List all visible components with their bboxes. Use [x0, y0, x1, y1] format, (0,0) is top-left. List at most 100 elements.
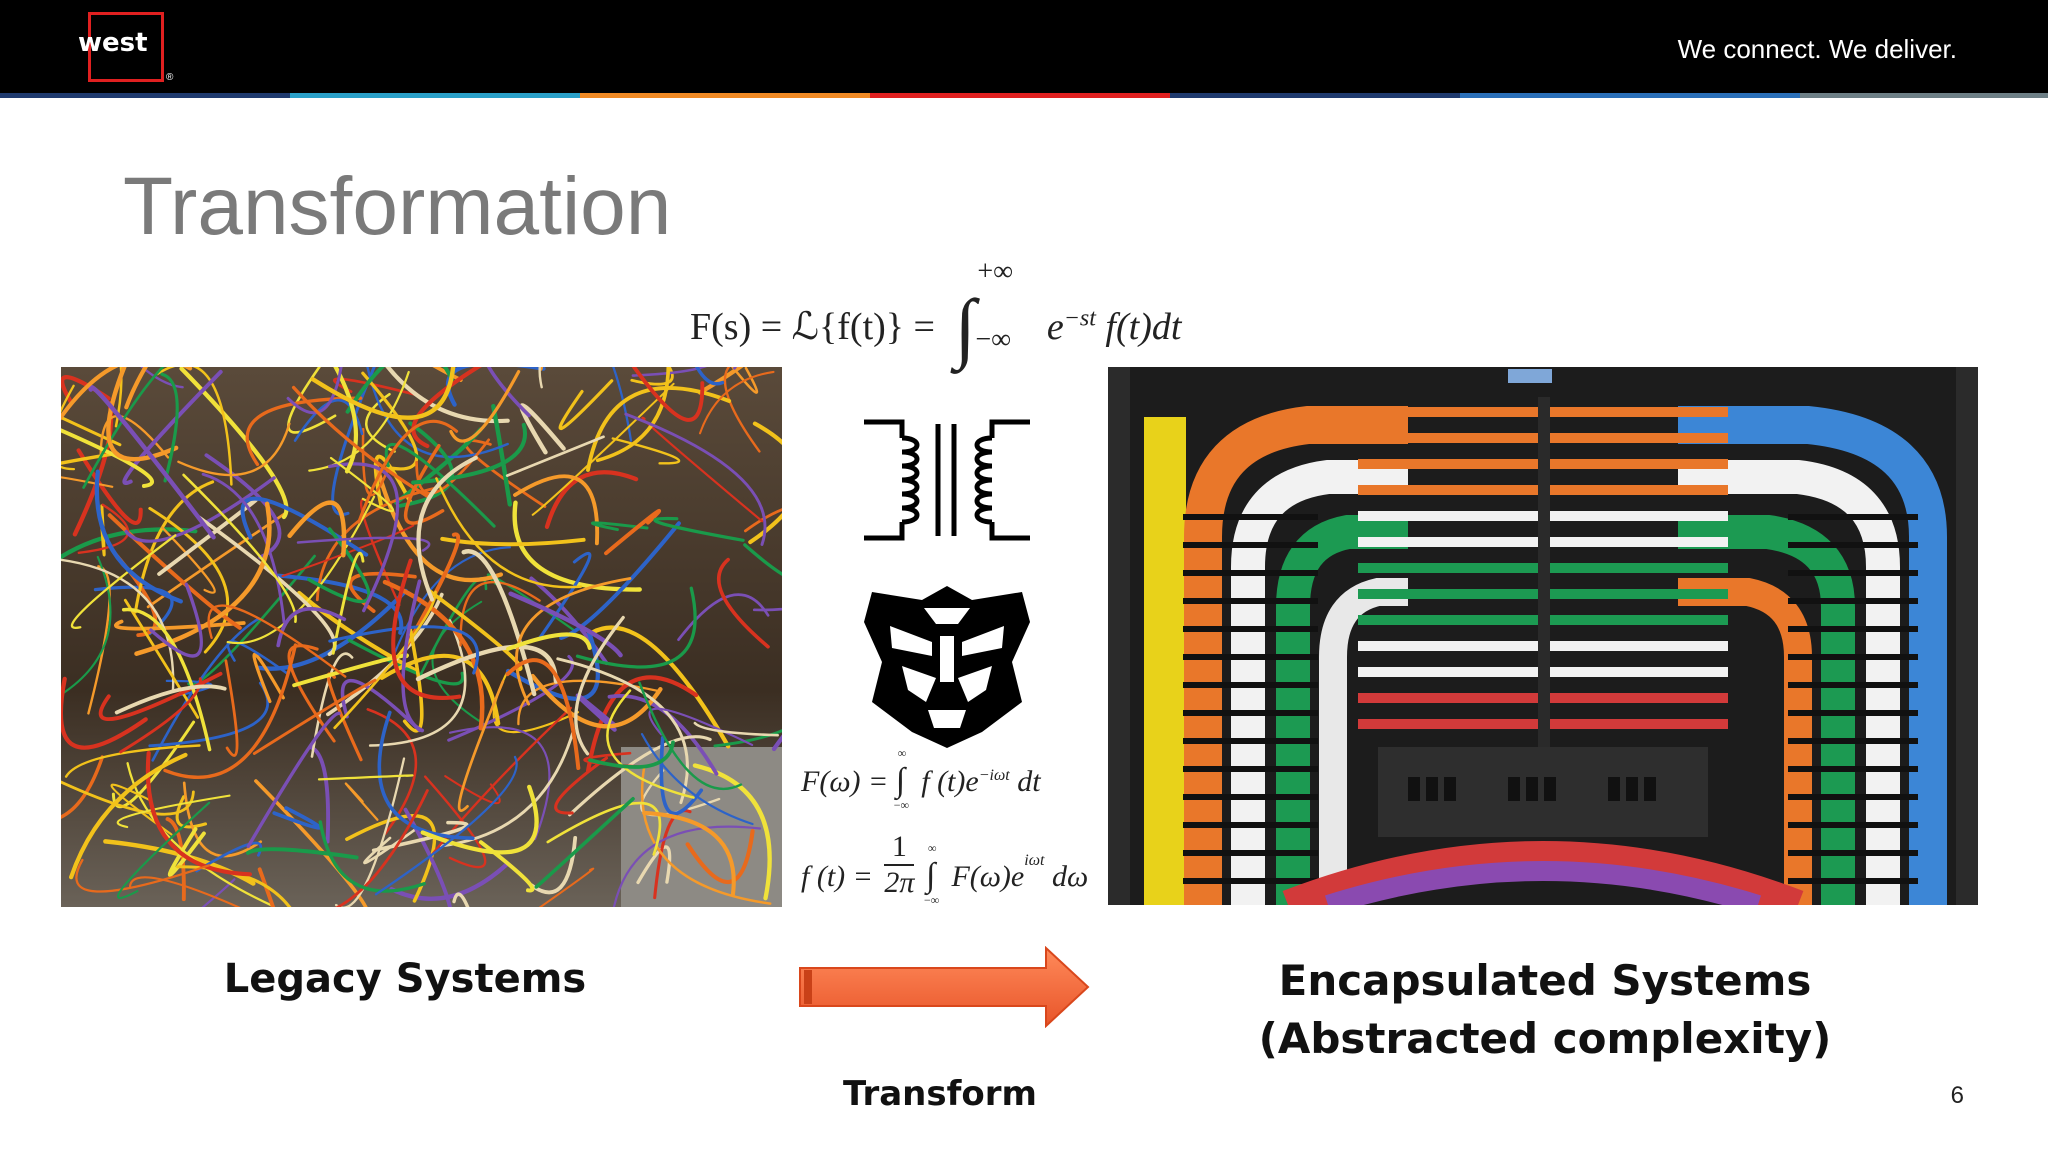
cable-strand — [591, 521, 649, 532]
cable-strand — [77, 503, 130, 554]
cable-strand — [291, 385, 431, 499]
cable-strand — [61, 527, 198, 560]
cable-strand — [452, 892, 470, 907]
cable-strand — [685, 829, 755, 885]
cable-strand — [463, 439, 547, 508]
cable-strand — [361, 371, 419, 471]
cable-strand — [334, 789, 429, 907]
cable-strand — [61, 755, 105, 819]
cable-strand — [677, 593, 770, 642]
cable-strand — [133, 480, 215, 614]
cable-strand — [604, 508, 661, 556]
cable-strand — [257, 867, 276, 907]
cable-strand — [281, 524, 415, 577]
cable-strand — [505, 658, 581, 770]
cable-strand — [82, 367, 165, 489]
cable-strand — [606, 689, 695, 799]
cable-strand — [519, 403, 566, 455]
slide-title: Transformation — [123, 161, 672, 252]
cable-strand — [252, 652, 285, 704]
cable-strand — [333, 367, 358, 474]
cable-strand — [246, 711, 341, 849]
cable-strand — [731, 367, 759, 394]
cable-strand — [638, 681, 743, 791]
cable-strand — [403, 807, 452, 907]
page-number: 6 — [1950, 1082, 1964, 1109]
cable-strand — [506, 435, 605, 477]
cable-strand — [558, 379, 614, 431]
cable-strand — [160, 526, 216, 594]
cable-strand — [440, 536, 586, 547]
fourier-inverse-integral: ∫ ∞ −∞ — [923, 840, 940, 907]
cable-strand — [128, 876, 241, 907]
cable-strand — [624, 412, 767, 546]
cable-strand — [531, 382, 675, 516]
cable-strand — [124, 367, 149, 410]
cable-strand — [693, 721, 779, 737]
cable-strand — [544, 470, 639, 529]
cable-strand — [402, 625, 424, 733]
fourier-forward-exp: −iωt — [978, 767, 1010, 784]
encapsulated-caption-line1: Encapsulated Systems — [1278, 956, 1812, 1005]
cable-strand — [534, 797, 635, 889]
cable-strand — [411, 422, 527, 485]
cable-strand — [382, 579, 485, 731]
cable-strand — [114, 684, 227, 715]
cable-strand — [61, 558, 175, 692]
cable-strand — [631, 367, 708, 377]
cable-strand — [640, 733, 754, 826]
cable-strand — [110, 783, 173, 836]
fourier-inverse-lhs: f (t) = — [801, 859, 873, 893]
cable-strand — [575, 586, 697, 669]
cable-strand — [374, 755, 518, 896]
cable-strand — [145, 750, 252, 877]
laplace-lower-limit: −∞ — [975, 324, 1012, 355]
cable-strand — [94, 469, 183, 604]
cable-strand — [246, 847, 359, 860]
cable-strand — [366, 708, 418, 835]
cable-strand — [254, 779, 368, 907]
cable-strand — [310, 367, 456, 420]
cable-strand — [385, 367, 510, 424]
cable-strand — [146, 512, 287, 609]
cable-strand — [201, 472, 286, 624]
autobot-logo-icon — [862, 582, 1032, 750]
cable-strand — [340, 678, 422, 732]
transform-caption: Transform — [843, 1074, 1037, 1114]
cable-strand — [317, 774, 414, 781]
cable-strand — [371, 820, 469, 853]
cable-strand — [98, 671, 223, 722]
cable-strand — [287, 500, 347, 558]
cable-strand — [293, 399, 364, 442]
cable-strand — [411, 367, 483, 449]
fourier-inverse-tail: dω — [1051, 859, 1089, 893]
cable-strand — [328, 625, 480, 675]
fourier-forward-formula: F(ω) = ∫ ∞ −∞ f (t)e−iωt dt — [801, 746, 1041, 812]
cable-strand — [530, 673, 663, 729]
cable-strand — [151, 617, 260, 762]
cable-strand — [201, 878, 236, 907]
cable-strand — [140, 367, 184, 389]
cable-strand — [64, 744, 201, 778]
cable-strand — [88, 384, 216, 540]
cable-strand — [630, 367, 674, 386]
cable-strand — [345, 367, 455, 414]
fourier-forward-rhs: f (t)e — [921, 765, 979, 798]
cable-strand — [459, 580, 541, 647]
fourier-forward-lhs: F(ω) = — [801, 765, 889, 798]
cable-strand — [116, 794, 231, 829]
cable-strand — [595, 367, 670, 463]
cable-strand — [160, 372, 179, 483]
cable-strand — [318, 820, 426, 893]
cable-strand — [61, 676, 148, 750]
cable-strand — [461, 549, 537, 697]
cable-strand — [345, 813, 437, 903]
rack-divider — [1538, 397, 1550, 747]
cable-strand — [75, 858, 211, 893]
cable-strand — [752, 607, 782, 612]
cable-strand — [744, 508, 782, 533]
cable-strand — [641, 416, 764, 523]
encapsulated-rack-photo — [1108, 367, 1978, 905]
logo-registered-mark: ® — [166, 72, 174, 83]
cable-strand — [310, 652, 354, 758]
